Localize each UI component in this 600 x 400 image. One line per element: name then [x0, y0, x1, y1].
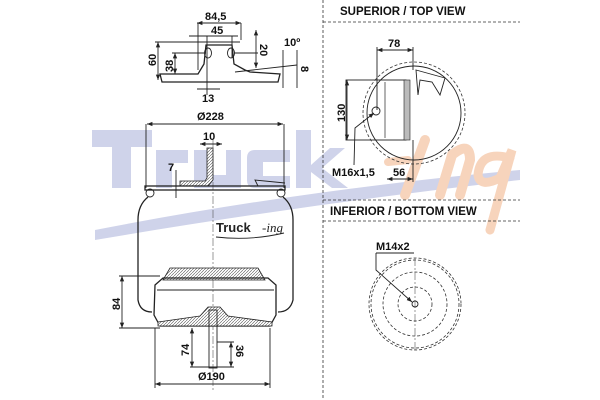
svg-text:84,5: 84,5: [205, 11, 226, 23]
air-spring-side-view: Ø228 10 7 84 74 36 Ø190 Truck -ing: [111, 111, 294, 392]
watermark-logo: [92, 130, 520, 240]
svg-text:36: 36: [233, 345, 245, 357]
svg-text:7: 7: [168, 162, 174, 174]
small-logo: Truck -ing: [215, 220, 285, 239]
svg-text:78: 78: [388, 38, 400, 50]
svg-text:Truck: Truck: [216, 220, 251, 235]
section-dividers: [322, 0, 520, 400]
svg-text:13: 13: [202, 93, 214, 105]
bottom-view-drawing: M14x2: [368, 241, 462, 352]
svg-text:-ing: -ing: [262, 220, 283, 235]
svg-text:60: 60: [147, 54, 159, 66]
svg-text:10º: 10º: [284, 37, 300, 49]
svg-text:10: 10: [203, 131, 215, 143]
top-view-drawing: 78 130 M16x1,5 56: [332, 38, 466, 182]
top-plate-detail: 84,5 45 60 38 20 10º 8 13: [147, 11, 310, 105]
svg-text:8: 8: [298, 66, 310, 72]
svg-text:74: 74: [180, 343, 192, 356]
bottom-view-title: INFERIOR / BOTTOM VIEW: [330, 206, 477, 218]
svg-text:130: 130: [336, 104, 348, 122]
top-view-title: SUPERIOR / TOP VIEW: [340, 6, 466, 18]
svg-text:45: 45: [211, 25, 223, 37]
svg-text:38: 38: [164, 60, 176, 72]
svg-text:56: 56: [393, 167, 405, 179]
svg-text:Ø190: Ø190: [198, 371, 225, 383]
svg-text:Ø228: Ø228: [197, 111, 224, 123]
svg-text:M14x2: M14x2: [376, 241, 410, 253]
svg-text:20: 20: [257, 44, 269, 56]
svg-text:M16x1,5: M16x1,5: [332, 167, 375, 179]
svg-text:84: 84: [111, 297, 123, 310]
